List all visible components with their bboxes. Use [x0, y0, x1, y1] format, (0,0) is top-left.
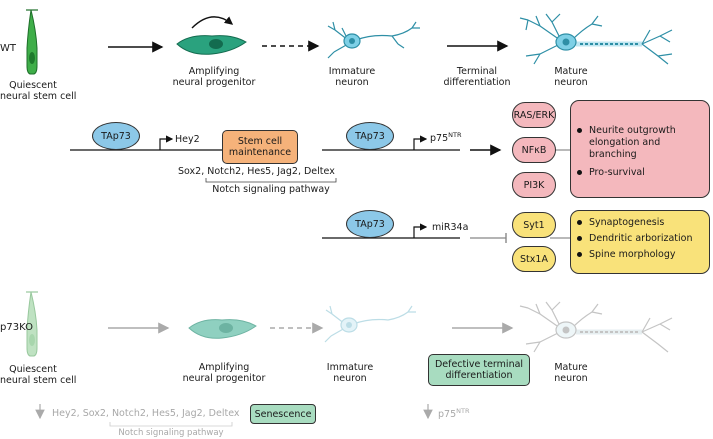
label-progenitor-ko-line1: Amplifying: [198, 362, 250, 373]
row-label-ko: p73KO: [0, 322, 33, 333]
ko-ntr-superscript: NTR: [456, 407, 470, 415]
effects-pink-panel: Neurite outgrowth elongation and branchi…: [570, 100, 710, 198]
mature-neuron-wt: [519, 13, 673, 65]
gene-mir34a: miR34a: [432, 222, 469, 233]
label-immature-line2: neuron: [335, 77, 369, 88]
label-immature-ko-line1: Immature: [326, 362, 374, 373]
label-stem-ko-line1: Quiescent: [9, 364, 57, 375]
label-mature-line2: neuron: [554, 77, 588, 88]
label-stem-ko-line2: neural stem cell: [0, 375, 77, 386]
bullet-icon: [577, 236, 582, 241]
effects-yellow-panel: Synaptogenesis Dendritic arborization Sp…: [570, 210, 710, 274]
senescence-box: Senescence: [250, 404, 316, 424]
effect-prosurvival: Pro-survival: [577, 167, 707, 179]
tss-arrow-p75: [413, 135, 428, 150]
label-progenitor-wt: Amplifying neural progenitor: [166, 66, 262, 88]
bullet-icon: [577, 252, 582, 257]
stem-maint-line2: maintenance: [228, 147, 292, 158]
label-mature-ko-line2: neuron: [554, 373, 588, 384]
tap73-oval-hey2: TAp73: [92, 122, 140, 150]
notch-bracket: [205, 178, 337, 183]
immature-neuron-ko: [324, 305, 416, 343]
target-stx1a: Stx1A: [512, 246, 556, 272]
label-terminal-line2: differentiation: [443, 77, 511, 88]
notch-pathway-label: Notch signaling pathway: [212, 184, 330, 195]
row-label-wt: WT: [0, 43, 16, 54]
label-terminal-wt: Terminal differentiation: [432, 66, 522, 88]
signal-pi3k: PI3K: [512, 172, 556, 198]
progenitor-wt: [176, 16, 247, 55]
label-progenitor-ko: Amplifying neural progenitor: [176, 362, 272, 384]
effect-dendritic-text: Dendritic arborization: [589, 233, 693, 244]
ko-p75-text: p75: [438, 409, 457, 421]
label-immature-ko-line2: neuron: [333, 373, 367, 384]
effect-synaptogenesis: Synaptogenesis: [577, 217, 707, 229]
label-immature-ko: Immature neuron: [318, 362, 382, 384]
label-stem-wt: Quiescent neural stem cell: [0, 80, 77, 102]
label-stem-line2: neural stem cell: [0, 91, 77, 102]
effect-spine-text: Spine morphology: [589, 249, 676, 260]
ko-notch-bracket: [109, 422, 233, 427]
label-immature-line1: Immature: [328, 66, 376, 77]
tap73-oval-mir34a: TAp73: [346, 210, 394, 238]
target-syt1: Syt1: [512, 212, 556, 238]
signal-nfkb: NFκB: [512, 137, 556, 163]
ko-gene-list: Hey2, Sox2, Notch2, Hes5, Jag2, Deltex: [52, 408, 240, 419]
effect-neurite: Neurite outgrowth elongation and branchi…: [577, 125, 707, 161]
progenitor-ko: [188, 319, 257, 339]
stem-cell-maintenance-box: Stem cell maintenance: [222, 130, 298, 164]
label-stem-ko: Quiescent neural stem cell: [0, 364, 77, 386]
effect-spine: Spine morphology: [577, 249, 707, 261]
label-mature-ko: Mature neuron: [536, 362, 606, 384]
signal-ras-erk: RAS/ERK: [512, 102, 556, 128]
tss-arrow-hey2: [159, 135, 174, 150]
label-stem-line1: Quiescent: [9, 80, 57, 91]
ntr-superscript: NTR: [448, 131, 462, 139]
stem-cell-wt: [26, 9, 38, 75]
effects-pink-list: Neurite outgrowth elongation and branchi…: [577, 125, 707, 185]
ko-gene-p75ntr: p75NTR: [438, 406, 469, 420]
label-mature-line1: Mature: [554, 66, 588, 77]
tap73-oval-p75: TAp73: [346, 122, 394, 150]
label-progenitor-line2: neural progenitor: [172, 77, 256, 88]
notch-gene-list: Sox2, Notch2, Hes5, Jag2, Deltex: [178, 166, 335, 177]
mature-neuron-ko: [519, 301, 673, 353]
label-terminal-line1: Terminal: [456, 66, 498, 77]
effect-dendritic: Dendritic arborization: [577, 233, 707, 245]
label-immature-wt: Immature neuron: [320, 66, 384, 88]
gene-p75ntr: p75NTR: [430, 130, 461, 144]
defective-differentiation-box: Defective terminal differentiation: [428, 354, 530, 386]
ko-notch-pathway-label: Notch signaling pathway: [118, 428, 224, 438]
tss-arrow-mir34a: [413, 223, 428, 238]
label-mature-ko-line1: Mature: [554, 362, 588, 373]
bullet-icon: [577, 128, 582, 133]
bullet-icon: [577, 220, 582, 225]
defective-line2: differentiation: [445, 370, 513, 381]
effect-synaptogenesis-text: Synaptogenesis: [589, 217, 665, 228]
gene-hey2: Hey2: [175, 134, 200, 145]
label-progenitor-line1: Amplifying: [188, 66, 240, 77]
label-progenitor-ko-line2: neural progenitor: [182, 373, 266, 384]
bullet-icon: [577, 170, 582, 175]
label-mature-wt: Mature neuron: [536, 66, 606, 88]
p75-text: p75: [430, 133, 449, 145]
effect-prosurvival-text: Pro-survival: [589, 167, 645, 178]
effect-neurite-text: Neurite outgrowth elongation and branchi…: [589, 125, 676, 160]
immature-neuron-wt: [327, 21, 420, 59]
stem-maint-line1: Stem cell: [237, 136, 283, 147]
effects-yellow-list: Synaptogenesis Dendritic arborization Sp…: [577, 217, 707, 261]
stem-cell-ko: [26, 291, 38, 357]
defective-line1: Defective terminal: [434, 359, 524, 370]
